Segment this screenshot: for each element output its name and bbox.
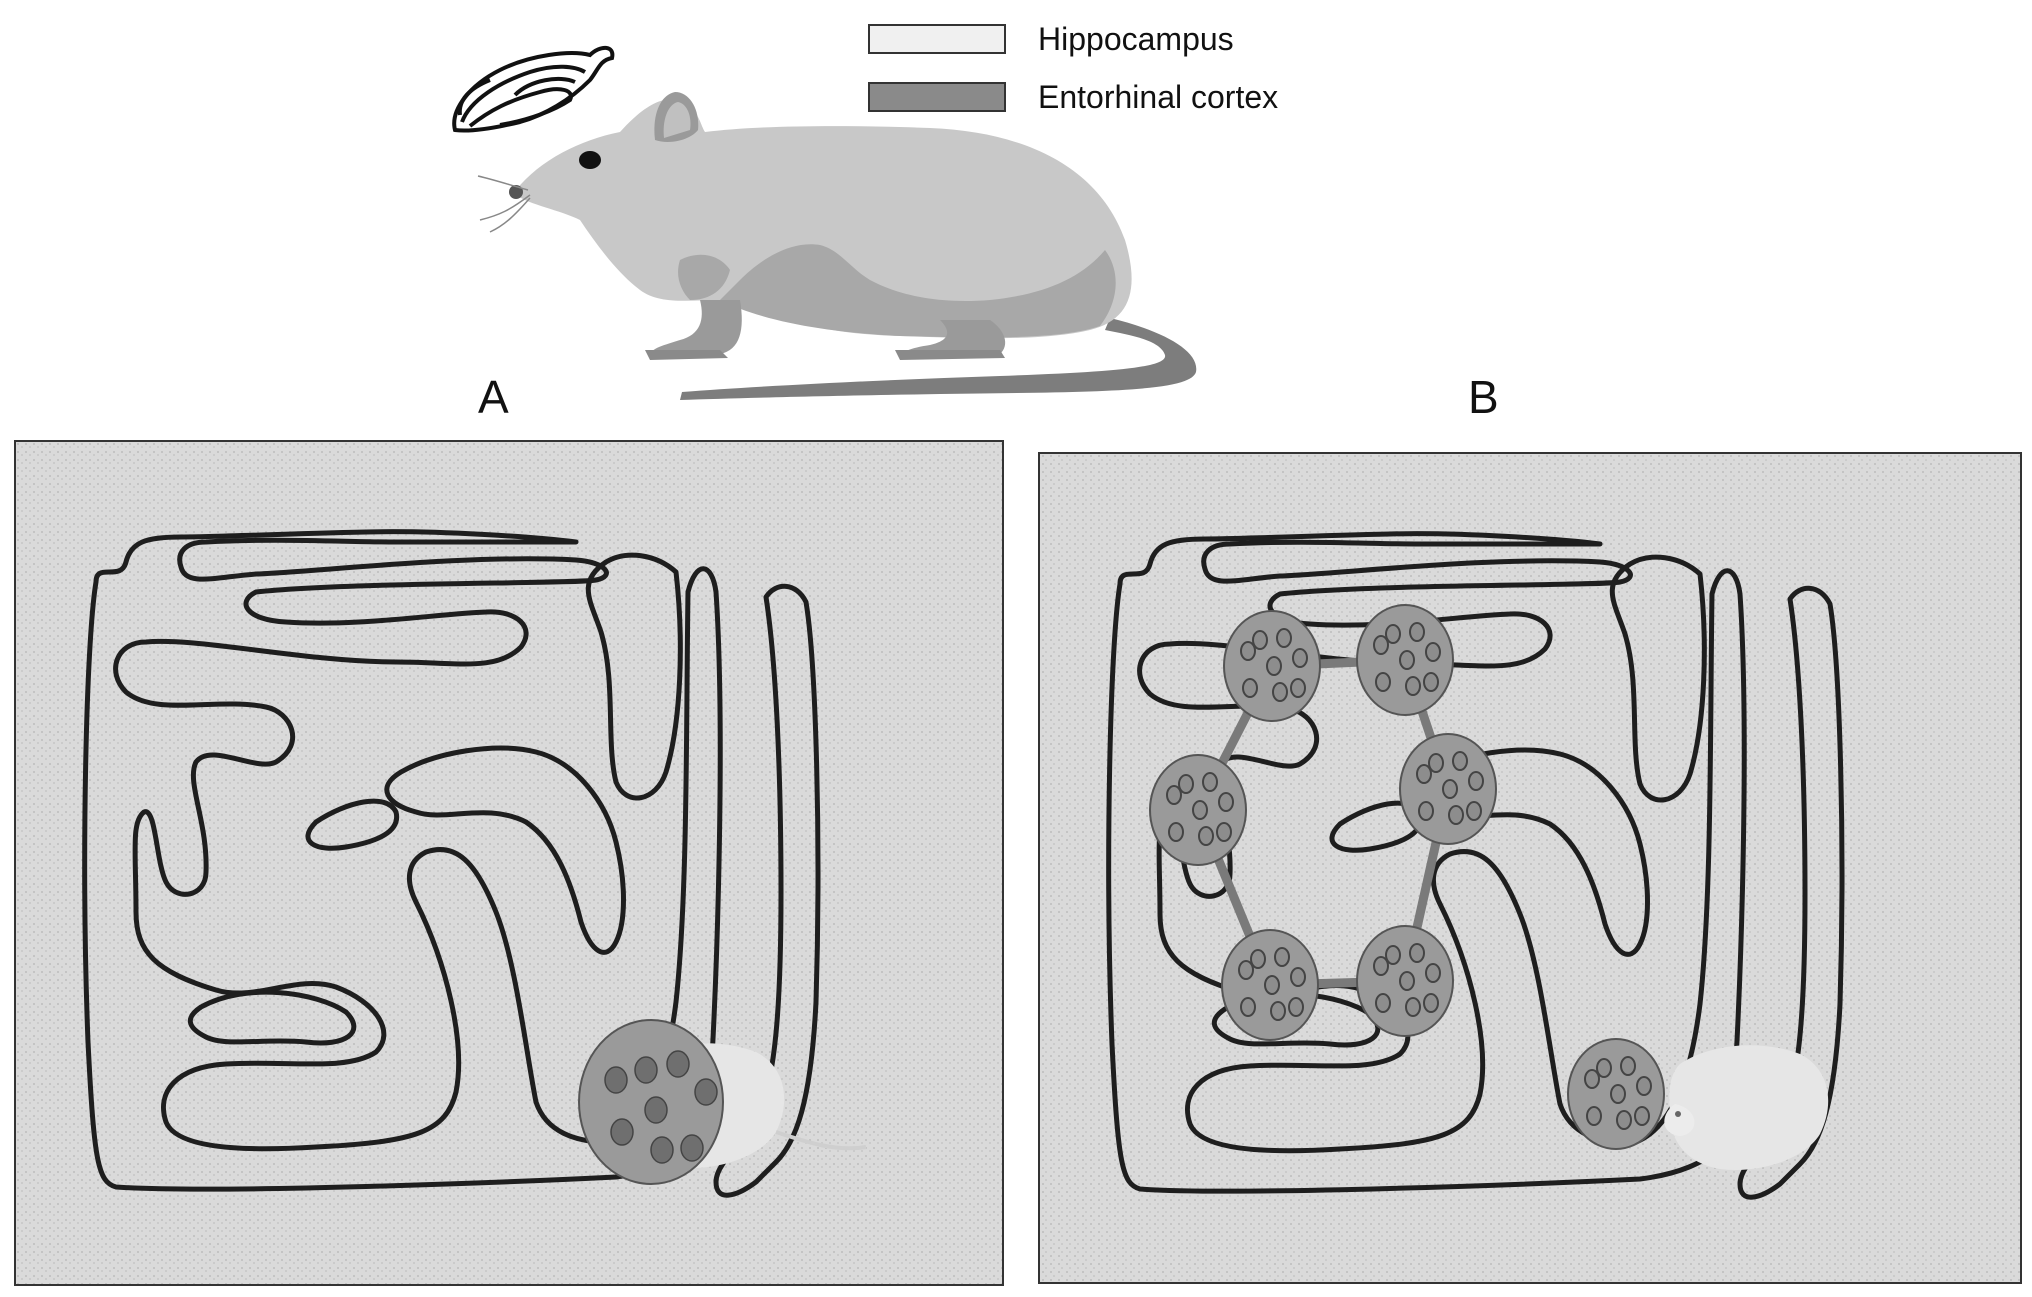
rat-illustration [477,92,1197,400]
rat-figure [452,45,1197,400]
panel-label-b: B [1468,371,1499,423]
panel-b-maze [1038,452,2022,1284]
maze-walls [82,529,821,1198]
grid-cell [1356,925,1454,1037]
cell-firing-dots [604,1050,718,1164]
maze-floor [1040,454,2020,1282]
maze-floor [16,442,1002,1284]
panel-label-a: A [478,371,509,423]
grid-cell [1223,610,1321,722]
maze-a [16,442,1002,1284]
brain-outline-icon [452,45,615,133]
legend: Hippocampus Entorhinal cortex [868,10,1278,126]
legend-item-entorhinal-cortex: Entorhinal cortex [868,68,1278,126]
legend-item-hippocampus: Hippocampus [868,10,1278,68]
legend-swatch-hippocampus [868,24,1006,54]
grid-cell-near-mouse [1567,1038,1665,1150]
panel-a-maze [14,440,1004,1286]
legend-swatch-entorhinal-cortex [868,82,1006,112]
grid-cell [1221,929,1319,1041]
grid-cell-array [1149,604,1665,1150]
grid-cell [1399,733,1497,845]
legend-label-entorhinal-cortex: Entorhinal cortex [1038,78,1279,115]
grid-cell [1356,604,1454,716]
maze-b [1040,454,2020,1282]
mouse-in-maze-icon [1664,1045,1829,1170]
grid-cell [1149,754,1247,866]
legend-label-hippocampus: Hippocampus [1038,20,1234,57]
grid-cell-a [578,1019,724,1185]
